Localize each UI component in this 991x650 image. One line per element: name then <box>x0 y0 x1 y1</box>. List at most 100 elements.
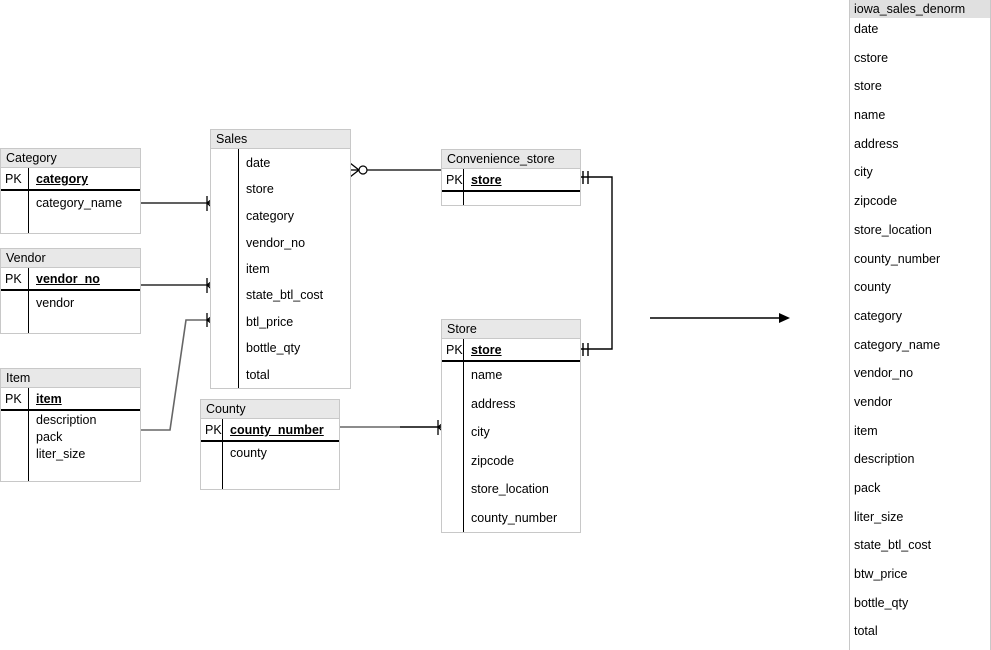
relationship-convenience-store-store <box>581 171 613 356</box>
attribute-row[interactable]: county <box>201 441 339 465</box>
attribute-name: total <box>246 367 270 382</box>
relationship-vendor-sales <box>141 277 217 294</box>
denorm-column-item[interactable]: item <box>854 423 878 438</box>
attribute-row[interactable]: county_number <box>442 503 580 532</box>
denorm-column-item[interactable]: description <box>854 452 915 467</box>
primary-key-row[interactable]: PK vendor_no <box>1 268 140 290</box>
attribute-name: category <box>246 208 294 223</box>
attribute-name: county <box>230 446 267 460</box>
attribute-name: item <box>246 262 270 276</box>
attribute-name: store_location <box>471 482 549 496</box>
attribute-row[interactable]: vendor_no <box>211 229 350 256</box>
denorm-column-item[interactable]: store <box>854 79 882 94</box>
attribute-row[interactable]: total <box>211 361 350 388</box>
primary-key-separator <box>1 409 140 411</box>
denorm-table-title: iowa_sales_denorm <box>850 0 990 18</box>
attribute-row[interactable]: city <box>442 418 580 446</box>
denorm-column-item[interactable]: total <box>854 624 878 639</box>
primary-key-separator <box>1 289 140 291</box>
denorm-column-item[interactable]: pack <box>854 481 881 495</box>
attribute-row[interactable] <box>201 465 339 489</box>
key-column-divider <box>28 268 29 333</box>
attribute-row[interactable]: category <box>211 202 350 229</box>
key-label: PK <box>5 272 22 286</box>
key-label: PK <box>446 173 463 187</box>
attribute-row[interactable]: item <box>211 256 350 282</box>
denorm-column-item[interactable]: store_location <box>854 222 932 237</box>
primary-key-separator <box>1 189 140 191</box>
denorm-column-item[interactable]: name <box>854 108 886 123</box>
attribute-name: item <box>36 392 62 406</box>
attribute-row[interactable]: address <box>442 389 580 418</box>
attribute-row[interactable]: pack <box>1 429 140 445</box>
relationship-county-store <box>340 419 448 436</box>
denorm-column-item[interactable]: category_name <box>854 337 941 352</box>
primary-key-row[interactable]: PK item <box>1 388 140 410</box>
primary-key-row[interactable]: PK county_number <box>201 419 339 441</box>
attribute-row[interactable]: description <box>1 410 140 429</box>
attribute-name: pack <box>36 430 63 444</box>
denorm-column-item[interactable]: state_btl_cost <box>854 538 932 553</box>
attribute-row[interactable]: name <box>442 361 580 389</box>
denorm-column-item[interactable]: category <box>854 308 902 323</box>
denorm-column-item[interactable]: county_number <box>854 251 941 266</box>
denorm-column-item[interactable]: date <box>854 22 879 36</box>
denorm-column-item[interactable]: county <box>854 280 891 295</box>
key-column-divider <box>28 388 29 481</box>
attribute-row[interactable]: state_btl_cost <box>211 282 350 308</box>
attribute-row[interactable]: vendor <box>1 290 140 315</box>
denorm-column-item[interactable]: city <box>854 165 873 180</box>
key-column-divider <box>463 169 464 205</box>
key-label: PK <box>446 343 463 357</box>
entity-title-county: County <box>201 400 339 419</box>
denormalized-table-panel[interactable]: iowa_sales_denorm date cstore store name add… <box>849 0 991 650</box>
key-label: PK <box>5 392 22 406</box>
attribute-name: category <box>36 172 89 186</box>
primary-key-separator <box>201 440 339 442</box>
denorm-column-item[interactable]: vendor <box>854 394 893 409</box>
attribute-row[interactable] <box>1 315 140 333</box>
denorm-column-item[interactable]: address <box>854 136 899 151</box>
attribute-name: bottle_qty <box>246 341 301 355</box>
denorm-column-item[interactable]: bottle_qty <box>854 595 909 610</box>
attribute-name: vendor_no <box>246 235 306 250</box>
attribute-row[interactable] <box>1 215 140 233</box>
denorm-column-item[interactable]: zipcode <box>854 194 898 209</box>
key-column-divider <box>222 419 223 489</box>
attribute-row[interactable] <box>1 463 140 481</box>
denorm-column-item[interactable]: btw_price <box>854 567 908 582</box>
attribute-name: name <box>471 368 503 382</box>
attribute-row[interactable]: category_name <box>1 190 140 215</box>
attribute-row[interactable]: bottle_qty <box>211 335 350 361</box>
denorm-column-item[interactable]: vendor_no <box>854 366 914 381</box>
attribute-row[interactable]: zipcode <box>442 446 580 475</box>
attribute-name: description <box>36 412 97 427</box>
attribute-row[interactable]: date <box>211 149 350 176</box>
attribute-row[interactable]: store_location <box>442 475 580 503</box>
denorm-column-item[interactable]: liter_size <box>854 509 904 524</box>
entity-title-vendor: Vendor <box>1 249 140 268</box>
attribute-row[interactable]: liter_size <box>1 445 140 463</box>
attribute-row[interactable]: store <box>211 176 350 202</box>
key-label: PK <box>205 423 222 437</box>
attribute-name: county_number <box>230 423 324 437</box>
denorm-column-item[interactable]: cstore <box>854 50 889 65</box>
attribute-name: state_btl_cost <box>246 288 324 302</box>
attribute-name: vendor_no <box>36 272 100 286</box>
attribute-row[interactable] <box>442 191 580 205</box>
attribute-row[interactable]: btl_price <box>211 308 350 335</box>
